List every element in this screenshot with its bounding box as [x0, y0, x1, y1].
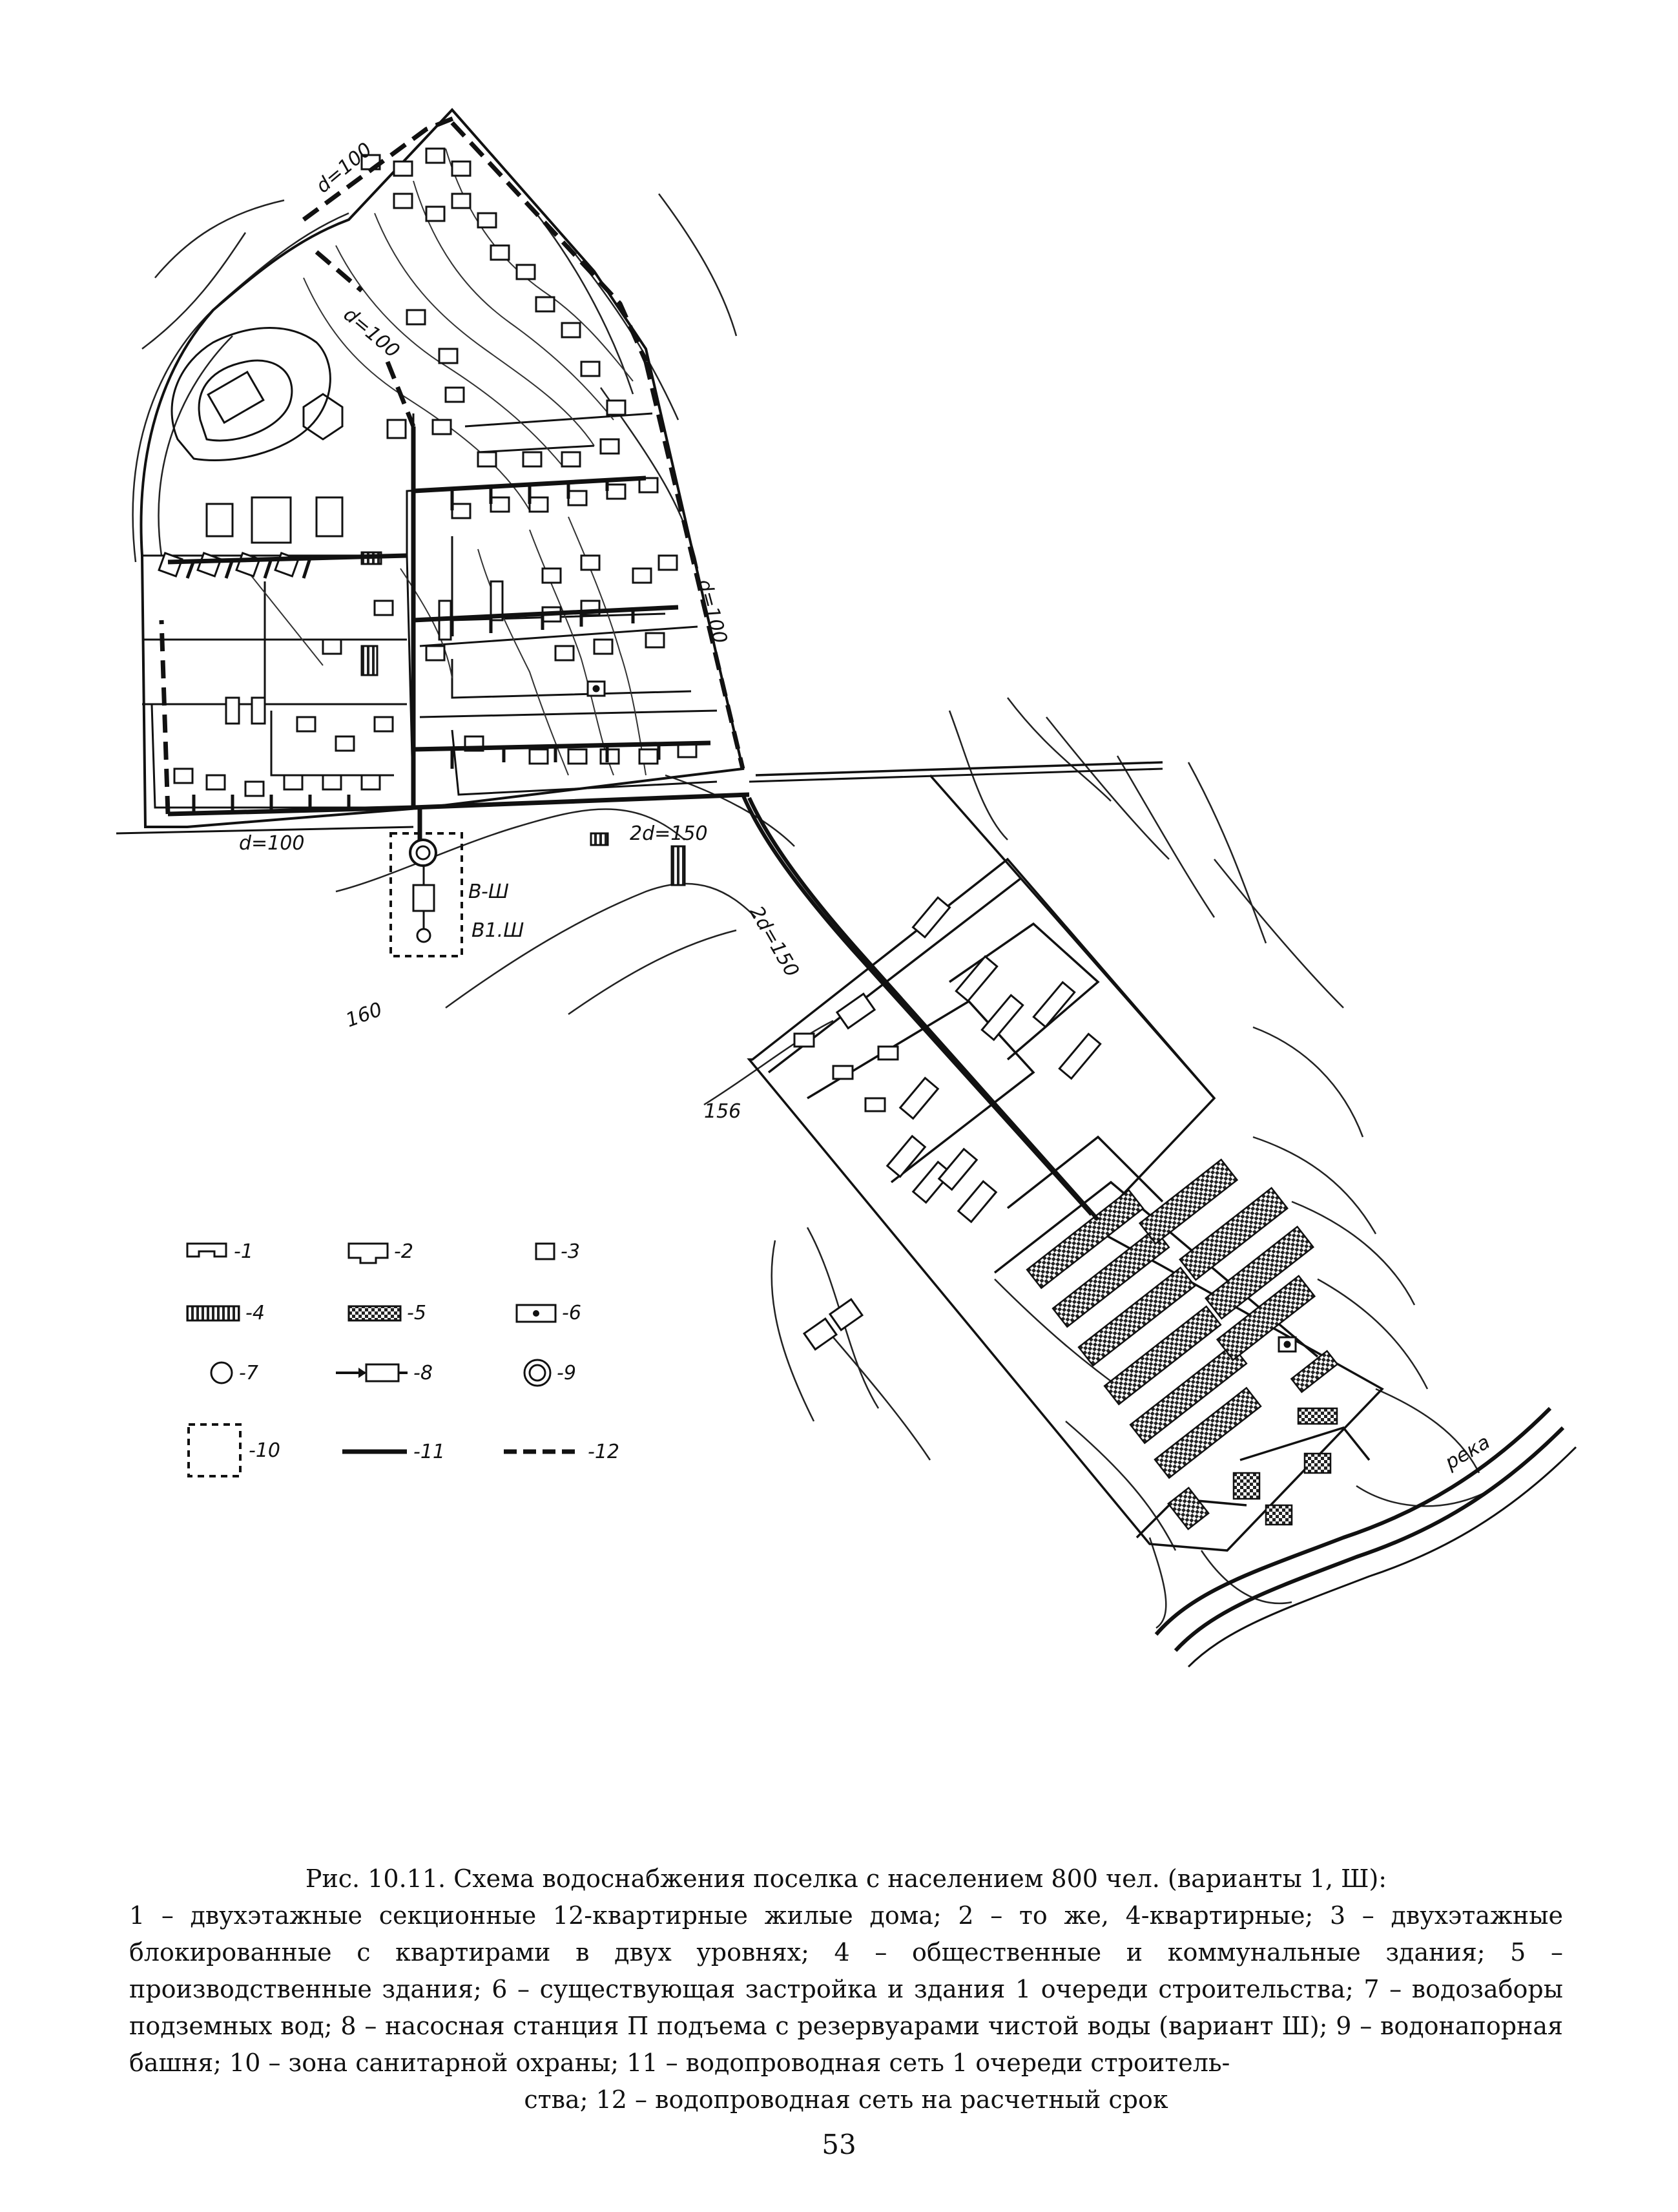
legend-item-12: -12: [504, 1441, 619, 1463]
label-zone-b13: B1.Ш: [471, 919, 524, 942]
figure-caption: Рис. 10.11. Схема водоснабжения поселка …: [129, 1861, 1563, 2118]
legend-num: -8: [413, 1362, 433, 1384]
four-apartment-houses: [173, 147, 698, 797]
legend-num: -1: [234, 1240, 253, 1263]
legend-item-11: -11: [342, 1441, 445, 1463]
caption-last-line: ства; 12 – водопроводная сеть на расчетн…: [524, 2085, 1168, 2114]
legend-num: -10: [249, 1439, 280, 1462]
roads: [116, 767, 1163, 835]
legend-num: -6: [562, 1302, 581, 1324]
legend-num: -5: [407, 1302, 426, 1324]
contour-lines: [132, 193, 1486, 1629]
legend-item-7: -7: [210, 1361, 258, 1384]
legend: -1 -2 -3 -4 -5 -6 -7: [186, 1240, 619, 1477]
label-river: река: [1441, 1431, 1494, 1475]
production-buildings: [1026, 1158, 1339, 1530]
legend-num: -12: [588, 1441, 619, 1463]
legend-num: -7: [239, 1362, 258, 1384]
legend-num: -3: [561, 1240, 580, 1263]
south-residential-buildings: [793, 896, 1102, 1351]
south-settlement: [747, 761, 1384, 1552]
legend-num: -9: [557, 1362, 576, 1384]
label-pipe-main: 2d=150: [630, 822, 708, 845]
legend-item-8: -8: [336, 1362, 433, 1384]
legend-num: -2: [394, 1240, 413, 1263]
caption-body: 1 – двухэтажные секционные 12-квартирные…: [129, 1901, 1563, 2077]
legend-item-9: -9: [523, 1359, 576, 1387]
main-trunk-pipe: [741, 793, 1100, 1221]
caption-title: Рис. 10.11. Схема водоснабжения поселка …: [305, 1864, 1387, 1893]
label-zone-b3: B-Ш: [468, 881, 509, 903]
legend-item-4: -4: [186, 1302, 265, 1324]
settlement-contours: [245, 148, 647, 776]
legend-item-1: -1: [186, 1240, 253, 1263]
label-pipe-diagonal: 2d=150: [745, 903, 803, 981]
service-branches: [185, 481, 661, 813]
legend-item-6: -6: [515, 1302, 581, 1324]
legend-item-5: -5: [347, 1302, 426, 1324]
design-network: [159, 114, 745, 815]
north-settlement: [140, 108, 745, 828]
label-pipe-south: d=100: [239, 832, 304, 855]
settlement-water-supply-map: d=100 d=100 d=100 d=100 2d=150 2d=150 16…: [116, 108, 1577, 1668]
legend-item-3: -3: [535, 1240, 580, 1263]
legend-num: -4: [245, 1302, 265, 1324]
sanitary-zone: [389, 832, 463, 957]
legend-item-10: -10: [187, 1423, 280, 1477]
existing-buildings: [586, 680, 1297, 1353]
page-number: 53: [822, 2129, 856, 2160]
river: [1154, 1406, 1577, 1668]
label-contour-156: 156: [704, 1100, 741, 1123]
legend-num: -11: [413, 1441, 445, 1463]
label-pipe-east: d=100: [692, 577, 731, 646]
public-buildings: [158, 419, 686, 886]
label-contour-160: 160: [343, 998, 386, 1032]
legend-item-2: -2: [347, 1240, 413, 1264]
label-pipe-north: d=100: [339, 303, 404, 362]
